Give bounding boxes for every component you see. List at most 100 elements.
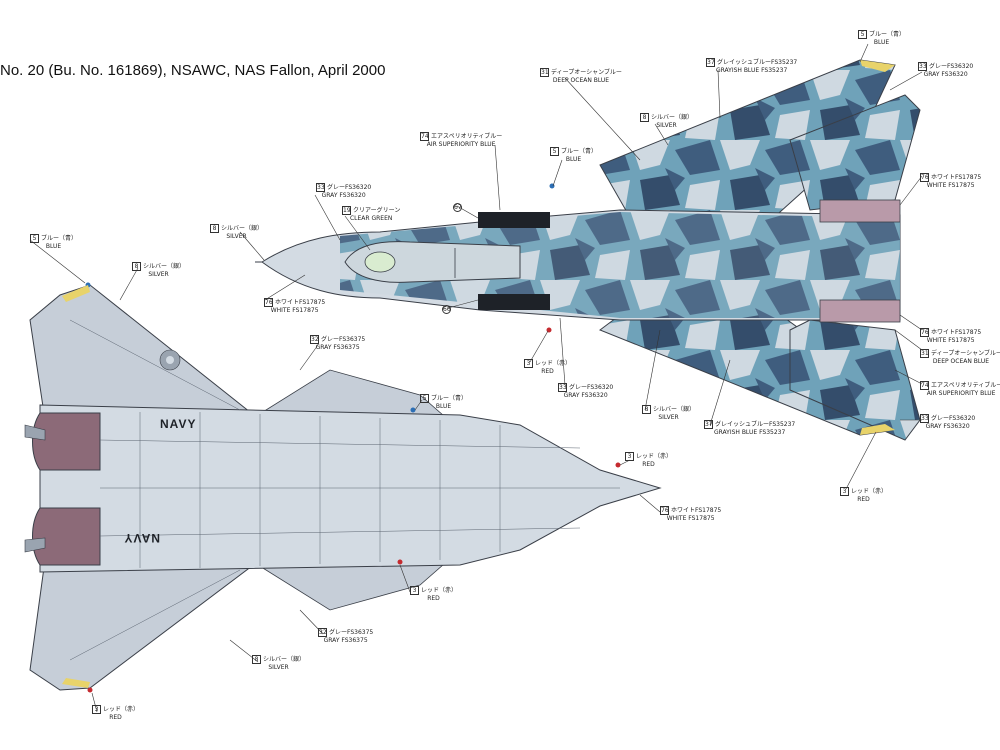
paint-number-badge: 5	[30, 234, 39, 243]
underside-insignia	[159, 349, 181, 371]
top-view-canopy	[344, 241, 521, 283]
underside-fuselage	[39, 404, 662, 573]
top-view-canopy-glass	[364, 251, 396, 273]
paint-number-badge: 76	[660, 506, 669, 515]
underside-view-aircraft	[24, 282, 662, 693]
paint-name-jp: シルバー（銀）	[651, 113, 694, 121]
paint-name-en: WHITE FS17875	[666, 515, 715, 522]
paint-name-en: SILVER	[658, 414, 679, 421]
paint-name-jp: ディープオーシャンブルー	[931, 349, 1000, 357]
top-view-aircraft	[255, 59, 921, 441]
paint-name-en: GRAY FS36375	[323, 637, 368, 644]
paint-number-badge: 5	[858, 30, 867, 39]
paint-name-en: WHITE FS17875	[926, 182, 975, 189]
paint-name-jp: ホワイトFS17875	[275, 298, 326, 306]
paint-name-en: BLUE	[435, 403, 452, 410]
paint-name-en: WHITE FS17875	[270, 307, 319, 314]
paint-name-jp: レッド（赤）	[421, 586, 458, 594]
paint-number-badge: 33	[918, 62, 927, 71]
paint-number-badge: 33	[558, 383, 567, 392]
paint-name-en: AIR SUPERIORITY BLUE	[426, 141, 496, 148]
paint-name-en: CLEAR GREEN	[349, 215, 393, 222]
leader-lines	[29, 43, 923, 713]
paint-number-badge: 8	[252, 655, 261, 664]
paint-name-en: RED	[857, 496, 870, 503]
paint-number-badge: 8	[210, 224, 219, 233]
paint-name-en: RED	[642, 461, 655, 468]
paint-number-badge: 5	[550, 147, 559, 156]
paint-name-jp: ディープオーシャンブルー	[551, 68, 622, 76]
paint-name-jp: ブルー（青）	[561, 147, 598, 155]
callout-c66: 66	[442, 305, 451, 314]
paint-name-jp: シルバー（銀）	[143, 262, 186, 270]
paint-name-jp: グレーFS36375	[329, 628, 374, 636]
paint-number-badge: 3	[625, 452, 634, 461]
paint-name-jp: グレーFS36320	[569, 383, 614, 391]
paint-number-badge: 31	[540, 68, 549, 77]
paint-number-badge: 76	[920, 328, 929, 337]
paint-name-jp: グレーFS36320	[931, 414, 976, 422]
paint-name-jp: エアスペリオリティブルー	[931, 381, 1000, 389]
paint-number-badge: 67	[453, 203, 462, 212]
paint-name-en: GRAY FS36320	[925, 423, 970, 430]
underside-right-nozzle	[32, 507, 101, 566]
top-view-left-nacelle	[819, 199, 901, 223]
paint-name-jp: レッド（赤）	[535, 359, 572, 367]
paint-name-jp: レッド（赤）	[636, 452, 673, 460]
paint-name-en: SILVER	[148, 271, 169, 278]
paint-name-en: BLUE	[873, 39, 890, 46]
paint-name-en: DEEP OCEAN BLUE	[932, 358, 990, 365]
underside-upper-wing	[29, 284, 262, 426]
paint-name-en: GRAY FS36375	[315, 344, 360, 351]
top-view-upper-stabilizer	[789, 94, 921, 211]
paint-number-badge: 3	[524, 359, 533, 368]
paint-name-jp: クリアーグリーン	[353, 206, 401, 214]
paint-name-jp: シルバー（銀）	[221, 224, 264, 232]
paint-name-en: RED	[541, 368, 554, 375]
paint-name-jp: ホワイトFS17875	[671, 506, 722, 514]
paint-name-en: GRAYISH BLUE FS35237	[715, 67, 788, 74]
paint-name-jp: ホワイトFS17875	[931, 173, 982, 181]
top-view-right-nacelle	[819, 299, 901, 323]
page-title: No. 20 (Bu. No. 161869), NSAWC, NAS Fall…	[0, 62, 386, 79]
paint-number-badge: 31	[920, 349, 929, 358]
paint-name-en: AIR SUPERIORITY BLUE	[926, 390, 996, 397]
navy-text-bottom: NAVY	[124, 531, 160, 545]
paint-name-jp: レッド（赤）	[851, 487, 888, 495]
paint-number-badge: 32	[310, 335, 319, 344]
paint-name-jp: グレーFS36320	[327, 183, 372, 191]
paint-name-en: RED	[109, 714, 122, 721]
underside-left-nozzle	[32, 412, 101, 471]
paint-name-jp: レッド（赤）	[103, 705, 140, 713]
paint-name-en: SILVER	[226, 233, 247, 240]
paint-name-jp: エアスペリオリティブルー	[431, 132, 503, 140]
paint-name-jp: ブルー（青）	[869, 30, 906, 38]
paint-number-badge: 33	[920, 414, 929, 423]
paint-number-badge: 74	[420, 132, 429, 141]
